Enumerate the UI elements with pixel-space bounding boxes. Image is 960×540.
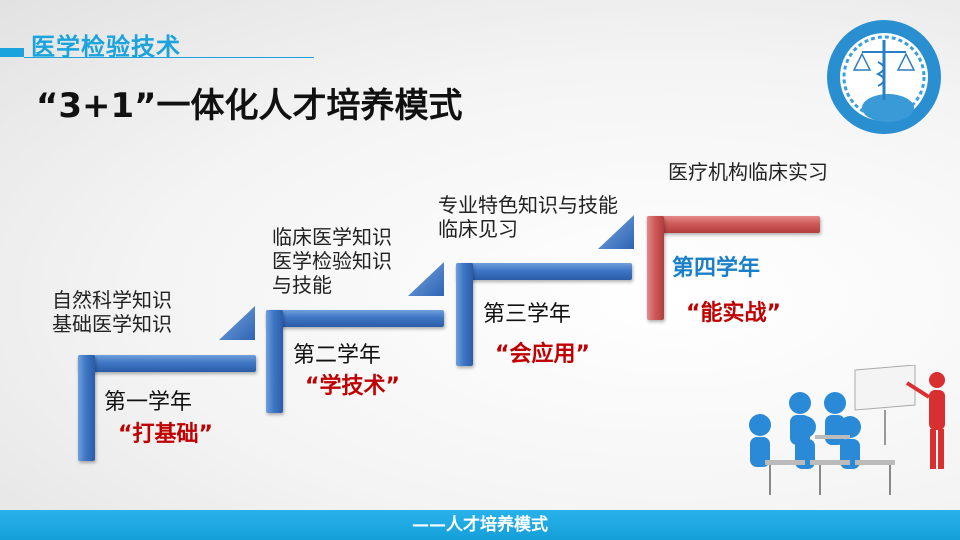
step1-horizontal-bar	[78, 355, 256, 372]
step4-horizontal-bar	[647, 216, 820, 233]
step2-vertical-bar	[266, 310, 283, 413]
accent-bar	[0, 48, 24, 57]
step4-content: 医疗机构临床实习	[668, 160, 828, 184]
step1-arrow-triangle	[219, 306, 255, 340]
footer-text: ——人才培养模式	[412, 515, 548, 535]
step4-vertical-bar	[647, 216, 664, 320]
step3-vertical-bar	[456, 263, 473, 366]
section-title: 医学检验技术	[31, 33, 181, 61]
title-underline	[24, 57, 314, 58]
step2-content: 临床医学知识医学检验知识与技能	[272, 225, 392, 297]
step1-year: 第一学年	[104, 390, 193, 415]
step3-horizontal-bar	[456, 263, 632, 280]
step2-horizontal-bar	[266, 310, 444, 327]
page-title: “3+1”一体化人才培养模式	[36, 86, 463, 126]
step1-vertical-bar	[78, 355, 95, 461]
step2-year: 第二学年	[293, 343, 382, 368]
step1-content: 自然科学知识基础医学知识	[52, 288, 172, 336]
step3-content: 专业特色知识与技能临床见习	[438, 193, 618, 241]
step3-year: 第三学年	[483, 302, 572, 327]
classroom-clipart	[749, 365, 945, 495]
step1-slogan: “打基础”	[118, 422, 213, 447]
step2-arrow-triangle	[408, 262, 444, 296]
college-logo	[827, 20, 941, 134]
step4-slogan: “能实战”	[686, 301, 781, 326]
footer-bar: ——人才培养模式	[0, 510, 960, 540]
step4-year: 第四学年	[672, 256, 761, 281]
step2-slogan: “学技术”	[305, 374, 400, 399]
step3-slogan: “会应用”	[495, 342, 590, 367]
